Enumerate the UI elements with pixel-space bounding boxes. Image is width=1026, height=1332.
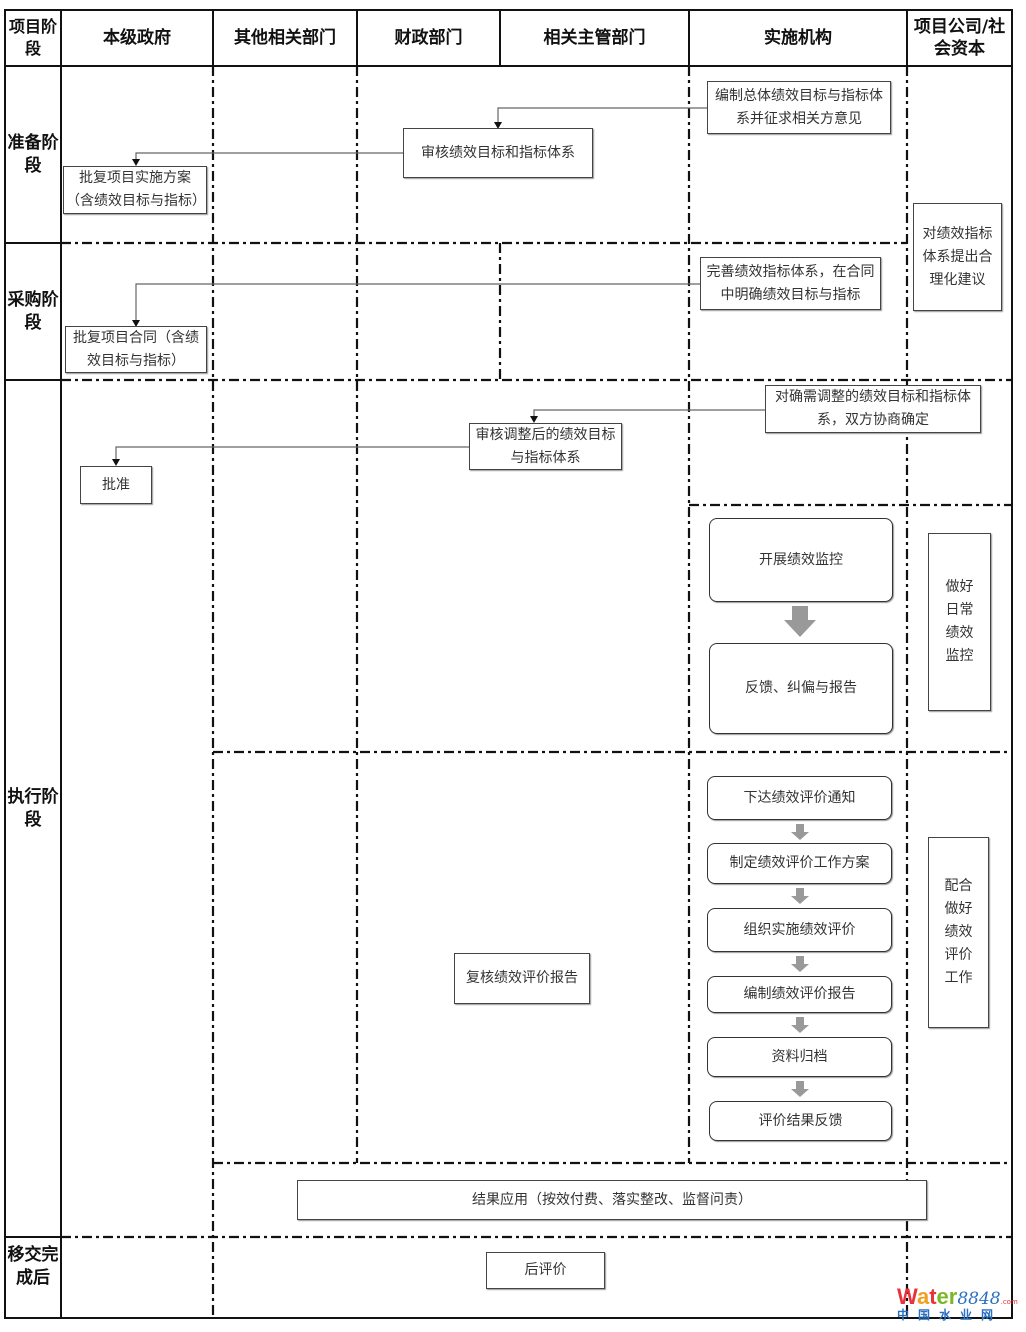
header-other-depts: 其他相关部门 (234, 28, 336, 48)
box-suggestions: 对绩效指标体系提出合理化建议 (913, 203, 1002, 311)
box-recheck-report: 复核绩效评价报告 (454, 953, 590, 1004)
box-feedback: 反馈、纠偏与报告 (709, 643, 893, 734)
box-compile-report: 编制绩效评价报告 (707, 976, 892, 1013)
box-cooperate-evaluation: 配合做好绩效评价工作 (928, 837, 989, 1028)
header-finance: 财政部门 (394, 28, 463, 48)
box-review-targets: 审核绩效目标和指标体系 (403, 128, 593, 178)
box-adjust-targets: 对确需调整的绩效目标和指标体系，双方协商确定 (765, 385, 981, 433)
box-refine-targets: 完善绩效指标体系，在合同中明确绩效目标与指标 (700, 257, 881, 310)
header-gov: 本级政府 (103, 28, 171, 48)
box-review-adjusted: 审核调整后的绩效目标与指标体系 (469, 423, 622, 470)
box-archive: 资料归档 (707, 1037, 892, 1077)
header-implementer: 实施机构 (764, 28, 832, 48)
box-issue-notice: 下达绩效评价通知 (707, 776, 892, 820)
header-authority: 相关主管部门 (543, 28, 646, 48)
box-monitoring: 开展绩效监控 (709, 518, 893, 602)
box-daily-monitoring: 做好日常绩效监控 (928, 533, 991, 711)
box-approve-contract: 批复项目合同（含绩效目标与指标） (65, 326, 207, 373)
down-arrow-icons (784, 606, 816, 1097)
stage-prep: 准备阶段 (7, 133, 59, 176)
header-company: 项目公司/社会资本 (913, 17, 1006, 59)
box-approve: 批准 (80, 466, 152, 504)
box-post-evaluation: 后评价 (486, 1252, 605, 1289)
header-stage: 项目阶段 (8, 17, 57, 58)
box-work-plan: 制定绩效评价工作方案 (707, 843, 892, 884)
box-result-application: 结果应用（按效付费、落实整改、监督问责） (297, 1180, 927, 1220)
box-approve-plan: 批复项目实施方案（含绩效目标与指标） (63, 166, 207, 214)
stage-procure: 采购阶段 (7, 290, 59, 333)
box-result-feedback: 评价结果反馈 (709, 1101, 892, 1141)
watermark-logo: Water8848.com 中国水业网 (897, 1284, 1018, 1322)
box-draft-targets: 编制总体绩效目标与指标体系并征求相关方意见 (707, 81, 891, 134)
stage-exec: 执行阶段 (7, 787, 59, 830)
stage-post: 移交完成后 (7, 1245, 59, 1288)
box-conduct-evaluation: 组织实施绩效评价 (707, 908, 892, 952)
